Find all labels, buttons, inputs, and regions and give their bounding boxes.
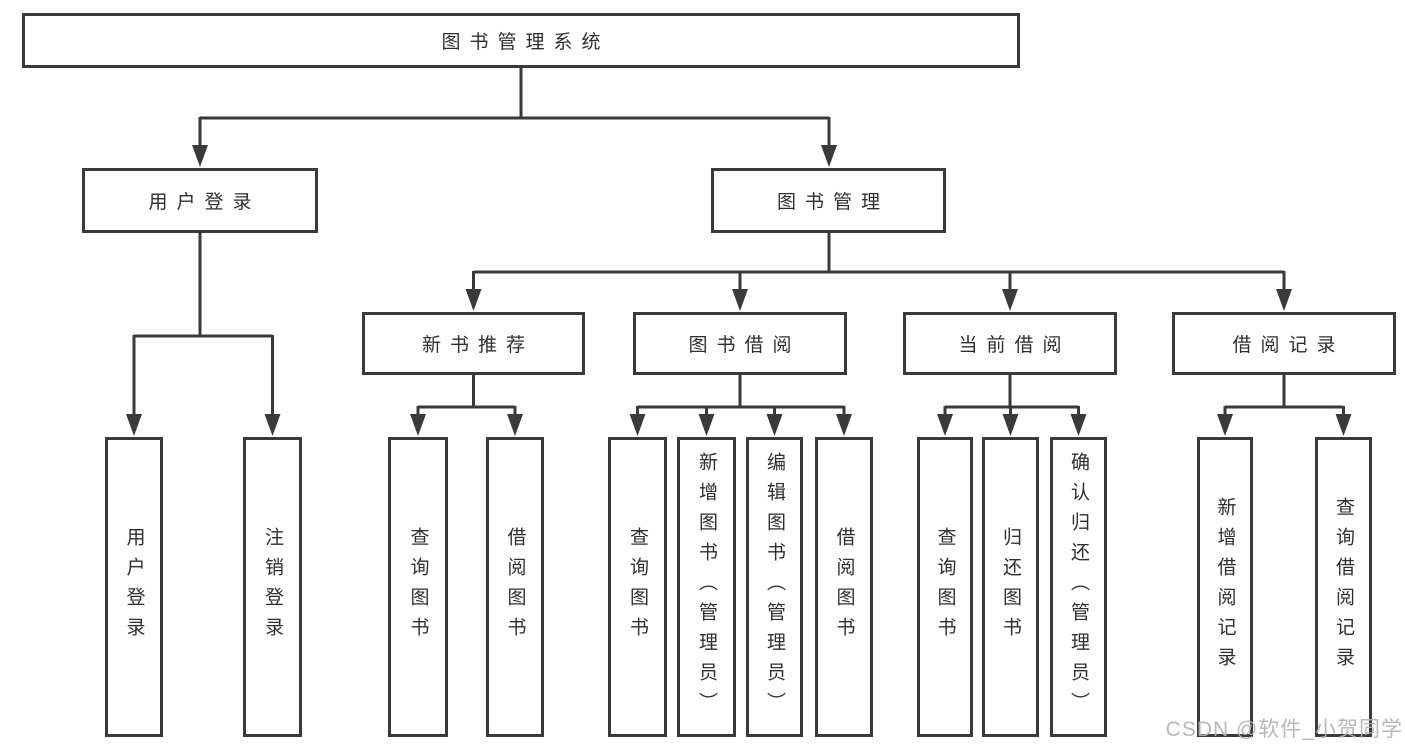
leaf-bb-add-books-admin-label: 新增图书（管理员） [696,452,717,722]
leaf-br-query-record-label: 查询借阅记录 [1333,497,1354,677]
leaf-logout: 注销登录 [243,437,302,737]
leaf-user-login: 用户登录 [105,437,163,737]
node-book-management: 图书管理 [711,168,946,233]
leaf-bb-borrow-books: 借阅图书 [815,437,873,737]
leaf-bb-edit-books-admin-label: 编辑图书（管理员） [764,452,785,722]
node-user-login: 用户登录 [82,168,318,233]
arrowheads [126,145,1352,436]
node-new-book-recommend: 新书推荐 [362,312,585,375]
leaf-br-add-record: 新增借阅记录 [1197,437,1253,737]
leaf-bb-borrow-books-label: 借阅图书 [833,527,855,647]
leaf-nbr-borrow-books: 借阅图书 [486,437,544,737]
node-book-borrow: 图书借阅 [633,312,847,375]
leaf-user-login-label: 用户登录 [123,527,145,647]
leaf-br-query-record: 查询借阅记录 [1315,437,1372,737]
csdn-watermark: CSDN @软件_小贺同学 [1165,718,1403,741]
leaf-bb-edit-books-admin: 编辑图书（管理员） [746,437,803,737]
leaf-cb-confirm-return-admin-label: 确认归还（管理员） [1068,452,1089,722]
leaf-cb-confirm-return-admin: 确认归还（管理员） [1050,437,1107,737]
leaf-br-add-record-label: 新增借阅记录 [1214,497,1236,677]
node-current-borrow: 当前借阅 [903,312,1117,375]
leaf-bb-query-books-label: 查询图书 [627,527,648,647]
leaf-bb-query-books: 查询图书 [608,437,667,737]
node-root: 图书管理系统 [22,13,1020,68]
leaf-cb-return-books-label: 归还图书 [1000,527,1021,647]
leaf-nbr-borrow-books-label: 借阅图书 [504,527,526,647]
leaf-nbr-query-books-label: 查询图书 [407,527,429,647]
leaf-cb-return-books: 归还图书 [982,437,1039,737]
leaf-cb-query-books: 查询图书 [917,437,973,737]
leaf-logout-label: 注销登录 [262,527,283,647]
leaf-bb-add-books-admin: 新增图书（管理员） [677,437,736,737]
leaf-nbr-query-books: 查询图书 [388,437,448,737]
leaf-cb-query-books-label: 查询图书 [934,527,956,647]
node-borrow-records: 借阅记录 [1172,312,1396,375]
